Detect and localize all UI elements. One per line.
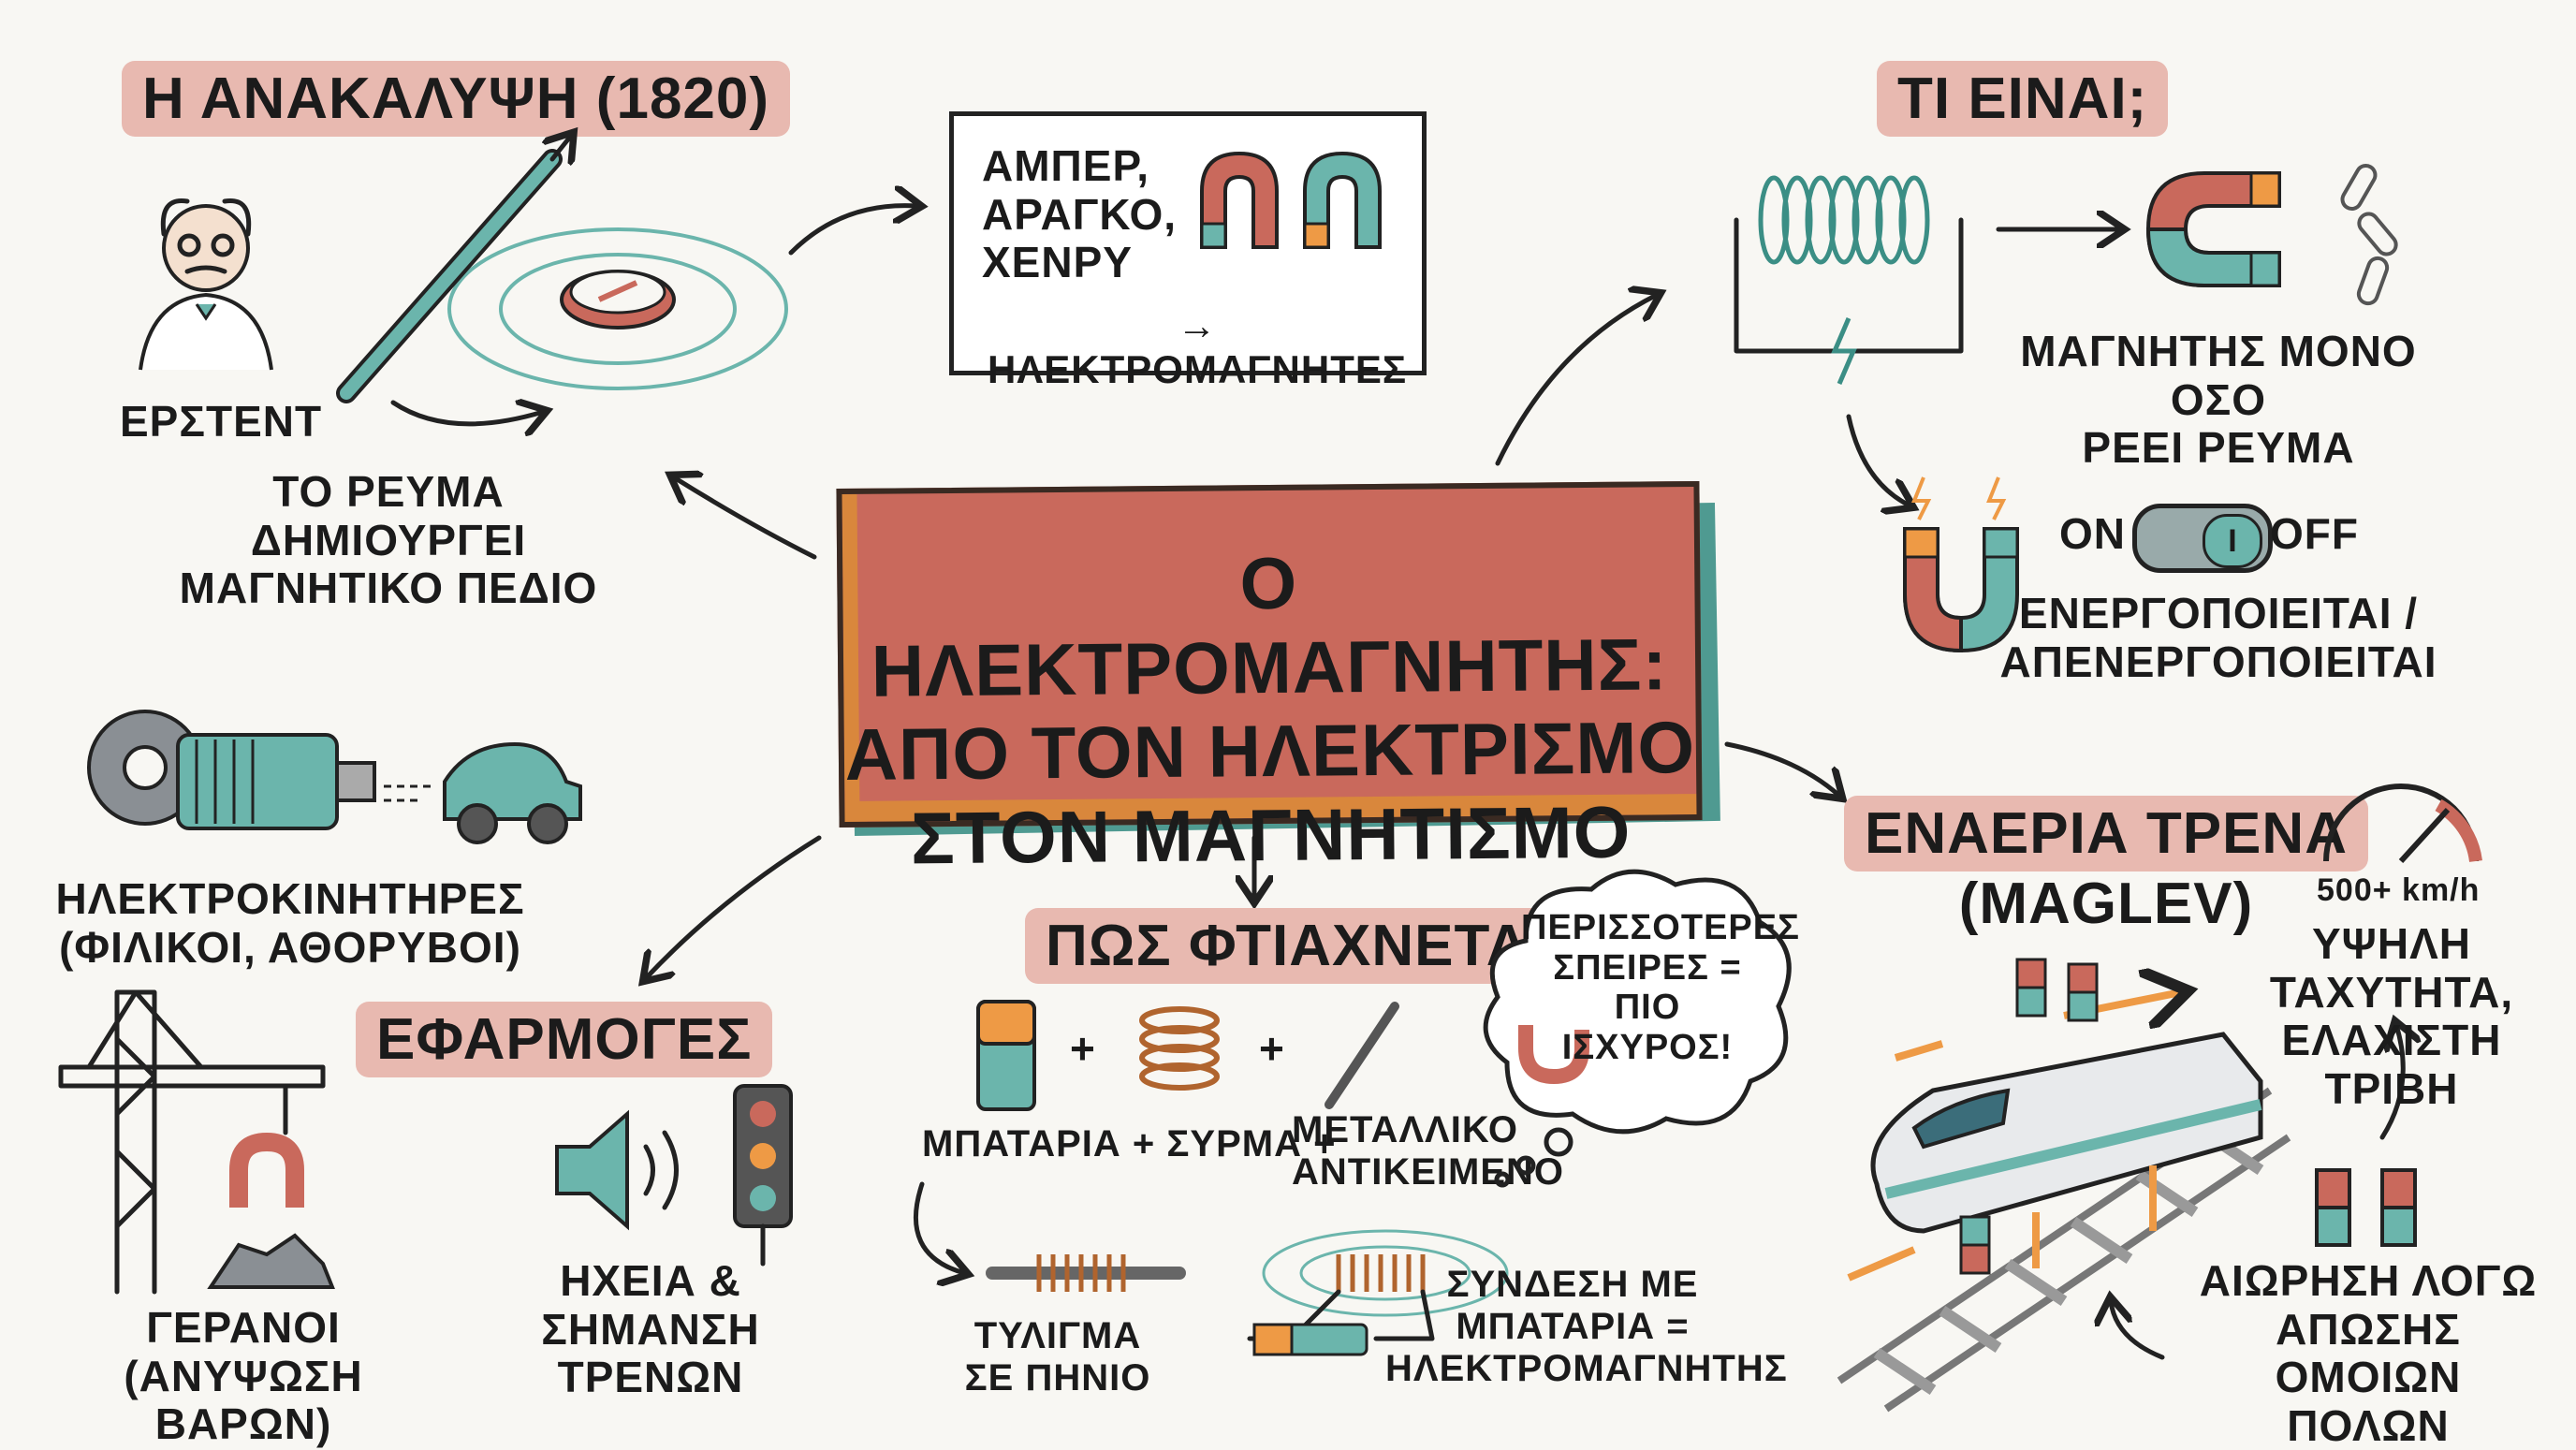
thought-line2: ΣΠΕΙΡΕΣ = <box>1553 947 1742 988</box>
arrow-to-scientists-box <box>788 206 917 256</box>
center-title-box: Ο ΗΛΕΚΤΡΟΜΑΓΝΗΤΗΣ: ΑΠΟ ΤΟΝ ΗΛΕΚΤΡΙΣΜΟ ΣΤ… <box>836 480 1703 879</box>
maglev-train-illustration <box>1837 958 2291 1413</box>
winding-line2: ΣΕ ΠΗΝΙΟ <box>964 1356 1151 1399</box>
arrow-to-discovery <box>674 477 817 560</box>
cranes-line1: ΓΕΡΑΝΟΙ <box>146 1303 341 1352</box>
winding-coil-battery-icon <box>986 1229 1509 1356</box>
applications-title: ΕΦΑΡΜΟΓΕΣ <box>356 1002 773 1078</box>
speaker-traffic-light-icon <box>555 1084 793 1267</box>
arrow-to-maglev <box>1724 741 1839 796</box>
arrow-speed-to-caption <box>2379 1025 2403 1140</box>
what-is-caption: ΜΑΓΝΗΤΗΣ ΜΟΝΟ ΟΣΟ ΡΕΕΙ ΡΕΥΜΑ <box>1975 327 2462 473</box>
connection-line1: ΣΥΝΔΕΣΗ ΜΕ <box>1446 1264 1699 1305</box>
scientist-arago: ΑΡΑΓΚΟ, <box>982 189 1178 239</box>
what-is-state: ΕΝΕΡΓΟΠΟΙΕΙΤΑΙ / ΑΠΕΝΕΡΓΟΠΟΙΕΙΤΑΙ <box>1975 589 2462 686</box>
cranes-line2: (ΑΝΥΨΩΣΗ ΒΑΡΩΝ) <box>124 1351 363 1449</box>
off-label: OFF <box>2270 509 2359 558</box>
center-title-line1: Ο ΗΛΕΚΤΡΟΜΑΓΝΗΤΗΣ: <box>871 541 1668 712</box>
oersted-name: ΕΡΣΤΕΝΤ <box>120 397 323 446</box>
levitation-line3: ΠΟΛΩΝ <box>2287 1400 2450 1450</box>
discovery-caption: ΤΟ ΡΕΥΜΑ ΔΗΜΙΟΥΡΓΕΙ ΜΑΓΝΗΤΙΚΟ ΠΕΔΙΟ <box>150 467 627 613</box>
thought-line4: ΙΣΧΥΡΟΣ! <box>1561 1027 1734 1067</box>
plus-sign-2: + <box>1259 1024 1285 1073</box>
arrow-levitation-to-train <box>2111 1301 2165 1360</box>
toggle-knob: I <box>2203 514 2262 568</box>
connection-caption: ΣΥΝΔΕΣΗ ΜΕ ΜΠΑΤΑΡΙΑ = ΗΛΕΚΤΡΟΜΑΓΝΗΤΗΣ <box>1385 1264 1788 1389</box>
repelling-magnets-icon <box>2315 1168 2417 1247</box>
speakers-line3: ΤΡΕΝΩΝ <box>557 1353 744 1402</box>
speed-label: 500+ km/h <box>2317 872 2481 908</box>
state-off: ΑΠΕΝΕΡΓΟΠΟΙΕΙΤΑΙ <box>1999 637 2437 686</box>
levitation-line2: ΑΠΩΣΗΣ ΟΜΟΙΩΝ <box>2275 1304 2462 1402</box>
on-label: ON <box>2059 509 2126 558</box>
plus-sign-1: + <box>1070 1024 1096 1073</box>
what-is-title: ΤΙ ΕΙΝΑΙ; <box>1877 61 2169 138</box>
electromagnet-paperclips-icon <box>2145 164 2398 306</box>
speed-caption-line1: ΥΨΗΛΗ ΤΑΧΥΤΗΤΑ, <box>2269 919 2514 1017</box>
speakers-line2: ΣΗΜΑΝΣΗ <box>541 1304 760 1354</box>
maglev-title: ΕΝΑΕΡΙΑ ΤΡΕΝΑ (MAGLEV) <box>1844 796 2368 937</box>
motor-car-icon <box>87 710 582 844</box>
connection-line2: ΜΠΑΤΑΡΙΑ = <box>1456 1305 1690 1347</box>
connection-line3: ΗΛΕΚΤΡΟΜΑΓΝΗΤΗΣ <box>1385 1347 1788 1389</box>
speakers-caption: ΗΧΕΙΑ & ΣΗΜΑΝΣΗ ΤΡΕΝΩΝ <box>505 1256 796 1402</box>
arrow-coil-to-u-magnet <box>1846 414 1910 505</box>
center-title-line2: ΑΠΟ ΤΟΝ ΗΛΕΚΤΡΙΣΜΟ <box>844 706 1696 797</box>
motors-line1: ΗΛΕΚΤΡΟΚΙΝΗΤΗΡΕΣ <box>55 874 525 923</box>
scientist-henry: ΧΕΝΡΥ <box>982 238 1133 287</box>
scientists-box: ΑΜΠΕΡ, ΑΡΑΓΚΟ, ΧΕΝΡΥ → ΗΛΕΚΤΡΟΜΑΓΝΗΤΕΣ <box>949 111 1427 391</box>
metal-object-line1: ΜΕΤΑΛΛΙΚΟ <box>1292 1109 1518 1150</box>
ingredients-label: ΜΠΑΤΑΡΙΑ + ΣΥΡΜΑ + <box>922 1123 1337 1164</box>
wire-compass-illustration <box>336 112 788 403</box>
what-is-caption-line2: ΡΕΕΙ ΡΕΥΜΑ <box>2082 423 2355 473</box>
maglev-title-line2: (MAGLEV) <box>1958 871 2254 937</box>
discovery-caption-line2: ΜΑΓΝΗΤΙΚΟ ΠΕΔΙΟ <box>179 564 598 613</box>
speedometer-icon <box>2323 784 2482 864</box>
levitation-line1: ΑΙΩΡΗΣΗ ΛΟΓΩ <box>2199 1256 2538 1305</box>
thought-text: ΠΕΡΙΣΣΟΤΕΡΕΣ ΣΠΕΙΡΕΣ = ΠΙΟ ΙΣΧΥΡΟΣ! <box>1521 908 1800 1067</box>
arrow-ingredients-to-coil <box>913 1181 964 1273</box>
thought-line1: ΠΕΡΙΣΣΟΤΕΡΕΣ <box>1521 908 1800 947</box>
thought-cloud-shape <box>1483 869 1792 1188</box>
motors-line2: (ΦΙΛΙΚΟΙ, ΑΘΟΡΥΒΟΙ) <box>59 922 521 972</box>
on-off-toggle[interactable]: I <box>2132 504 2273 573</box>
speakers-line1: ΗΧΕΙΑ & <box>560 1256 741 1305</box>
winding-line1: ΤΥΛΙΓΜΑ <box>973 1315 1142 1356</box>
how-made-title: ΠΩΣ ΦΤΙΑΧΝΕΤΑΙ; <box>1025 908 1588 985</box>
thought-line3: ΠΙΟ <box>1614 988 1681 1028</box>
speed-caption: ΥΨΗΛΗ ΤΑΧΥΤΗΤΑ, ΕΛΑΧΙΣΤΗ ΤΡΙΒΗ <box>2218 919 2565 1113</box>
discovery-title: Η ΑΝΑΚΑΛΥΨΗ (1820) <box>122 61 791 138</box>
state-on: ΕΝΕΡΓΟΠΟΙΕΙΤΑΙ / <box>2018 589 2419 637</box>
scientist-ampere: ΑΜΠΕΡ, <box>982 141 1150 190</box>
what-is-caption-line1: ΜΑΓΝΗΤΗΣ ΜΟΝΟ ΟΣΟ <box>2020 327 2417 424</box>
motors-caption: ΗΛΕΚΤΡΟΚΙΝΗΤΗΡΕΣ (ΦΙΛΙΚΟΙ, ΑΘΟΡΥΒΟΙ) <box>37 874 543 972</box>
scientists-result: → ΗΛΕΚΤΡΟΜΑΓΝΗΤΕΣ <box>987 303 1408 392</box>
u-magnet-icon <box>1903 476 2019 653</box>
speed-caption-line2: ΕΛΑΧΙΣΤΗ ΤΡΙΒΗ <box>2281 1016 2502 1113</box>
maglev-title-line1: ΕΝΑΕΡΙΑ ΤΡΕΝΑ <box>1844 796 2368 872</box>
battery-wire-nail-icon <box>976 1000 1399 1111</box>
levitation-caption: ΑΙΩΡΗΣΗ ΛΟΓΩ ΑΠΩΣΗΣ ΟΜΟΙΩΝ ΠΟΛΩΝ <box>2181 1256 2555 1450</box>
cranes-caption: ΓΕΡΑΝΟΙ (ΑΝΥΨΩΣΗ ΒΑΡΩΝ) <box>37 1303 449 1449</box>
coil-circuit-icon <box>1734 175 1964 385</box>
arrow-wire-to-compass <box>390 403 543 424</box>
winding-caption: ΤΥΛΙΓΜΑ ΣΕ ΠΗΝΙΟ <box>945 1315 1170 1399</box>
crane-icon <box>58 989 335 1295</box>
oersted-portrait-icon <box>139 198 273 371</box>
horseshoe-magnets-icon <box>1200 151 1382 249</box>
discovery-caption-line1: ΤΟ ΡΕΥΜΑ ΔΗΜΙΟΥΡΓΕΙ <box>250 467 527 564</box>
arrow-to-what-is <box>1495 295 1657 466</box>
arrow-to-applications <box>646 835 822 978</box>
